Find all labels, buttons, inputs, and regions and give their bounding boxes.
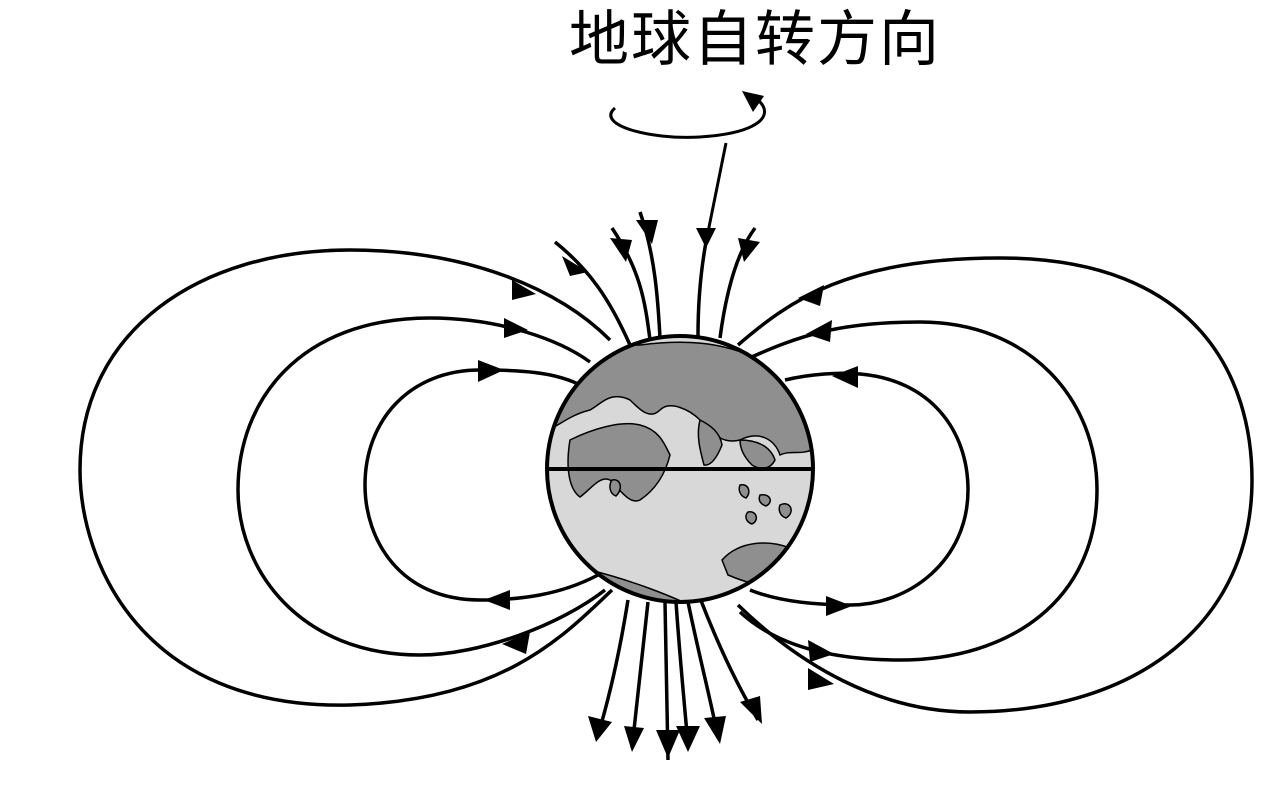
rotation-arrow-icon (609, 91, 766, 248)
field-line-right-middle (738, 320, 1099, 662)
field-line-left-outer (78, 248, 614, 707)
field-line-right-outer (736, 256, 1254, 714)
field-lines-left (78, 248, 614, 707)
field-line-left-middle (236, 316, 607, 657)
earth-globe-icon (545, 334, 815, 604)
field-arrowheads (478, 220, 858, 758)
diagram-title: 地球自转方向 (569, 5, 941, 75)
field-lines-bottom (596, 597, 760, 761)
